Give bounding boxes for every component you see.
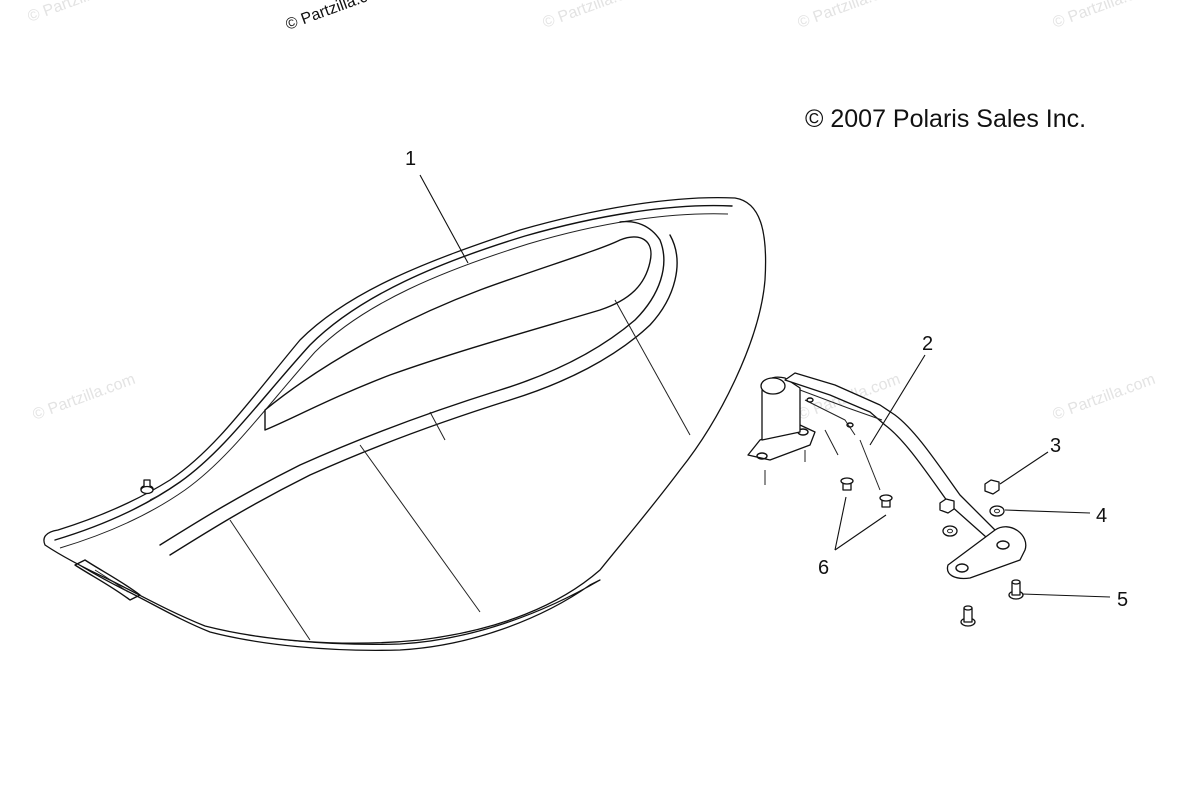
nut-icon (984, 479, 1000, 495)
callout-4: 4 (1096, 505, 1107, 527)
bolt-icon (960, 605, 976, 627)
washer-hole (947, 528, 953, 534)
copyright-text: © 2007 Polaris Sales Inc. (805, 105, 1086, 133)
callout-1: 1 (405, 148, 416, 170)
watermark: © Partzilla.com (541, 0, 648, 32)
watermark: © Partzilla.com (1051, 371, 1158, 424)
seat-outline (43, 196, 767, 644)
post-line (824, 429, 839, 456)
grab-bar-hole (806, 397, 814, 403)
leader-3 (999, 451, 1049, 485)
seat-panel-edge-2 (169, 234, 678, 556)
fasteners (140, 479, 1024, 627)
screw-icon (879, 494, 893, 508)
watermark: © Partzilla.com (31, 371, 138, 424)
screw-icon (840, 477, 854, 491)
seat-seam (429, 411, 446, 441)
leader-6a (834, 496, 847, 551)
watermark: © Partzilla.com (1051, 0, 1158, 32)
seat-ridge (264, 236, 652, 431)
nut-icon (939, 498, 955, 514)
watermark: © Partzilla.com (26, 0, 133, 26)
mount-hole (756, 452, 768, 460)
bolt-icon (1008, 579, 1024, 600)
seat-latch-detail (94, 569, 129, 593)
seat-rim-inner (59, 213, 729, 549)
washer-icon (942, 525, 958, 537)
mount-hole (996, 540, 1010, 550)
washer-hole (994, 508, 1000, 514)
header-watermark: © Partzilla.com (284, 0, 391, 34)
grab-bar-assembly (747, 372, 1027, 580)
grab-bar-underside (804, 399, 856, 436)
seat-latch (74, 559, 141, 601)
callouts: 1 2 3 4 5 6 (405, 148, 1128, 611)
grab-bar-upright-top (760, 377, 786, 395)
callout-2: 2 (922, 333, 933, 355)
leader-5 (1021, 593, 1111, 598)
grab-bar-highlight (799, 389, 883, 421)
callout-3: 3 (1050, 435, 1061, 457)
leader-lines (419, 174, 1111, 598)
callout-5: 5 (1117, 589, 1128, 611)
grab-bar-hole (846, 422, 854, 428)
callout-6: 6 (818, 557, 829, 579)
leader-4 (1004, 509, 1091, 514)
seat-assembly (43, 196, 767, 651)
seat-seam (359, 444, 481, 613)
screw-icon (140, 485, 154, 495)
leader-1 (419, 174, 469, 264)
post-line (859, 439, 881, 491)
seat-panel-edge (159, 220, 665, 546)
watermark: © Partzilla.com (796, 0, 903, 32)
mount-hole (955, 563, 969, 573)
washer-icon (989, 505, 1005, 517)
seat-seam (614, 299, 691, 436)
leader-6b (834, 514, 887, 551)
leader-2 (869, 354, 926, 446)
seat-seam (229, 519, 311, 641)
seat-seam (149, 494, 161, 501)
